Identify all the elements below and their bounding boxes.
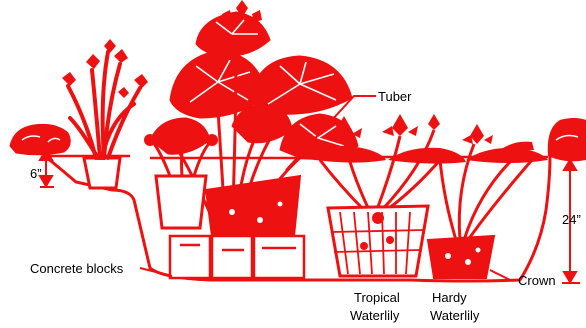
hardy-flower: [462, 124, 493, 144]
deep-depth-label: 24”: [562, 212, 581, 227]
crown-label: Crown: [518, 273, 556, 288]
tuber-label: Tuber: [378, 89, 412, 104]
hardy-waterlily: [428, 124, 548, 278]
concrete-blocks-label: Concrete blocks: [30, 261, 124, 276]
tropical-label-line2: Waterlily: [350, 308, 400, 323]
hardy-label-line2: Waterlily: [430, 308, 480, 323]
marginal-pot: [84, 158, 120, 188]
crown-leader: [490, 270, 510, 280]
hardy-label-line1: Hardy: [432, 290, 467, 305]
lotus-container: [206, 176, 300, 236]
tropical-flowers: [326, 114, 440, 138]
tropical-label-line1: Tropical: [354, 290, 400, 305]
concrete-blocks: [170, 236, 304, 278]
hardy-pot: [428, 236, 494, 278]
concrete-leader: [140, 268, 172, 276]
marginal-plant: [62, 39, 148, 188]
hardy-pads: [466, 142, 548, 163]
right-bank-rock: [548, 118, 586, 161]
shallow-depth-label: 6”: [30, 166, 42, 181]
